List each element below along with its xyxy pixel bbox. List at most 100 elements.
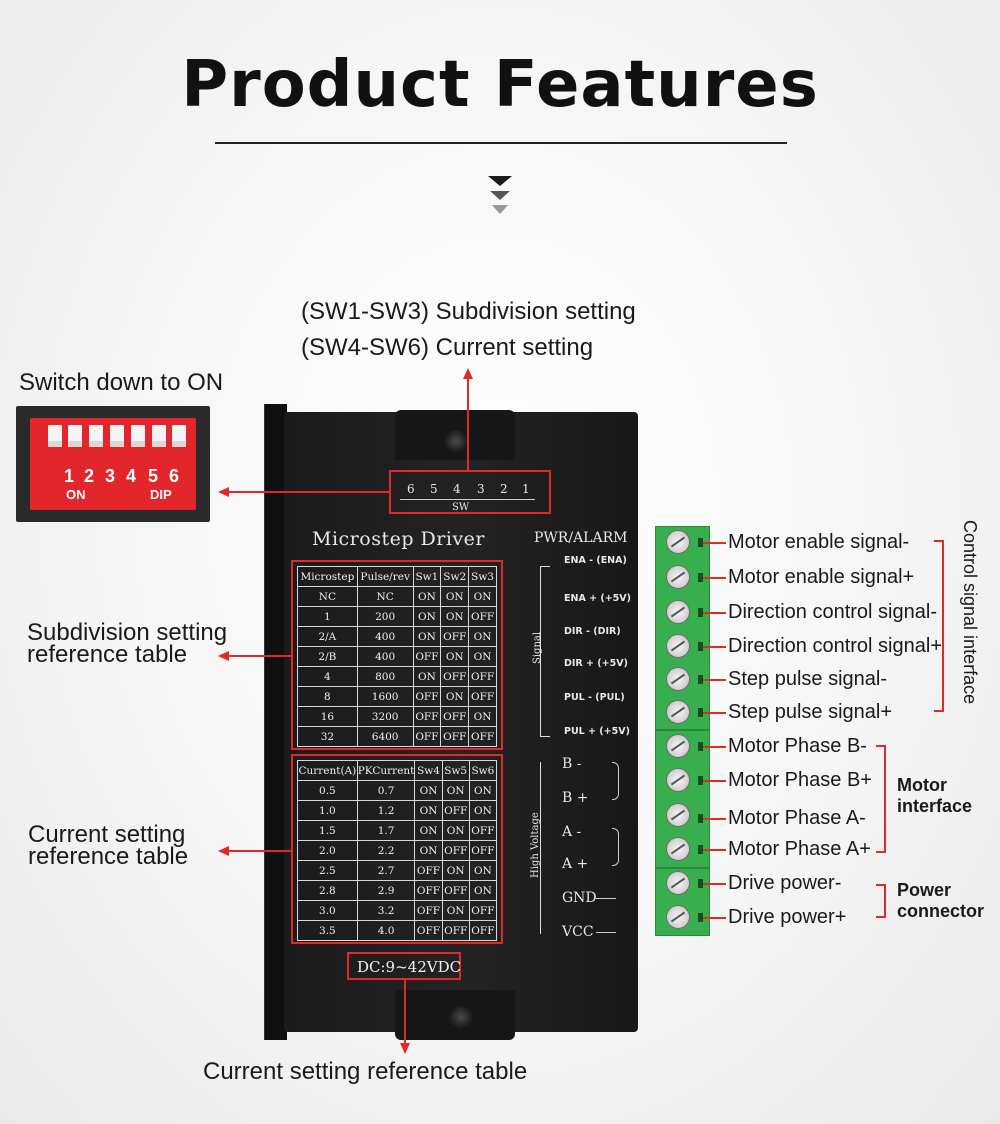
terminal-screw-icon <box>666 837 690 861</box>
table-cell: OFF <box>441 800 470 821</box>
terminal-description: Motor enable signal- <box>728 531 910 553</box>
dip-toggle <box>131 425 145 447</box>
table-cell: ON <box>412 626 442 647</box>
table-cell: OFF <box>468 920 498 941</box>
terminal-description: Direction control signal- <box>728 601 937 623</box>
table-cell: ON <box>468 706 497 727</box>
table-cell: ON <box>412 606 442 627</box>
table-header: Sw4 <box>414 760 443 781</box>
terminal-screw-icon <box>666 530 690 554</box>
table-cell: 2.2 <box>356 840 416 861</box>
pointer-line <box>700 780 726 782</box>
subdivision-setting-label: (SW1-SW3) Subdivision setting <box>301 298 636 325</box>
table-header: Sw1 <box>412 566 442 587</box>
table-cell: 400 <box>356 646 414 667</box>
table-cell: 3.5 <box>297 920 358 941</box>
microstep-table-box <box>291 560 503 750</box>
table-cell: 2.0 <box>297 840 358 861</box>
coil-icon <box>612 762 619 800</box>
table-cell: 0.5 <box>297 780 358 801</box>
table-cell: 6400 <box>356 726 414 747</box>
table-cell: OFF <box>468 900 498 921</box>
table-cell: 200 <box>356 606 414 627</box>
terminal-description: Motor Phase A- <box>728 807 866 829</box>
table-cell: OFF <box>441 840 470 861</box>
terminal-description: Step pulse signal+ <box>728 701 893 723</box>
screw-icon <box>450 1006 472 1028</box>
table-cell: 3.0 <box>297 900 358 921</box>
chevron-down-icon <box>488 176 512 186</box>
arrow-line <box>228 850 292 852</box>
dip-toggle <box>68 425 82 447</box>
table-cell: OFF <box>468 666 497 687</box>
table-cell: 2/A <box>297 626 358 647</box>
pointer-line <box>700 646 726 648</box>
dip-number: 1 <box>64 466 75 486</box>
terminal-screw-icon <box>666 600 690 624</box>
table-cell: OFF <box>468 726 497 747</box>
table-cell: ON <box>414 780 443 801</box>
table-cell: ON <box>468 626 497 647</box>
table-cell: OFF <box>412 706 442 727</box>
terminal-label: A - <box>562 824 582 840</box>
dip-toggle <box>89 425 103 447</box>
arrow-left-icon <box>218 846 229 856</box>
terminal-description: Motor Phase B- <box>728 735 867 757</box>
title-divider <box>215 142 787 144</box>
sw-number: 1 <box>522 482 530 496</box>
table-cell: 2.7 <box>356 860 416 881</box>
subdivision-ref-label: Subdivision setting <box>27 619 228 646</box>
table-cell: ON <box>414 840 443 861</box>
dip-number: 3 <box>105 466 116 486</box>
hv-group-label: High Voltage <box>530 812 541 878</box>
signal-bracket <box>540 566 541 736</box>
arrow-line <box>404 980 406 1044</box>
current-ref-label: Current setting <box>28 821 186 848</box>
terminal-screw-icon <box>666 634 690 658</box>
table-cell: OFF <box>441 920 470 941</box>
table-cell: 32 <box>297 726 358 747</box>
power-group-label: connector <box>897 901 985 921</box>
dip-number: 5 <box>148 466 159 486</box>
table-cell: ON <box>468 880 498 901</box>
dc-spec-box <box>347 952 461 980</box>
table-cell: 4 <box>297 666 358 687</box>
table-cell: OFF <box>468 840 498 861</box>
table-header: Sw2 <box>440 566 470 587</box>
table-cell: ON <box>468 860 498 881</box>
table-cell: OFF <box>412 686 442 707</box>
arrow-left-icon <box>218 487 229 497</box>
arrow-left-icon <box>218 651 229 661</box>
table-cell: 1.0 <box>297 800 358 821</box>
screw-icon <box>445 430 467 452</box>
table-cell: OFF <box>414 900 443 921</box>
terminal-screw-icon <box>666 565 690 589</box>
motor-group-label: Motor <box>897 775 947 795</box>
signal-group-label: Signal <box>532 631 543 664</box>
motor-group-label: interface <box>897 796 973 816</box>
table-cell: 3200 <box>356 706 414 727</box>
ground-icon <box>596 898 616 899</box>
signal-terminal-block <box>655 526 710 730</box>
table-cell: OFF <box>412 726 442 747</box>
sw-number: 4 <box>453 482 461 496</box>
control-bracket <box>934 540 944 712</box>
arrow-line <box>228 655 292 657</box>
dip-number: 6 <box>169 466 180 486</box>
table-cell: ON <box>440 606 470 627</box>
pointer-line <box>700 883 726 885</box>
table-cell: NC <box>297 586 358 607</box>
table-cell: 8 <box>297 686 358 707</box>
